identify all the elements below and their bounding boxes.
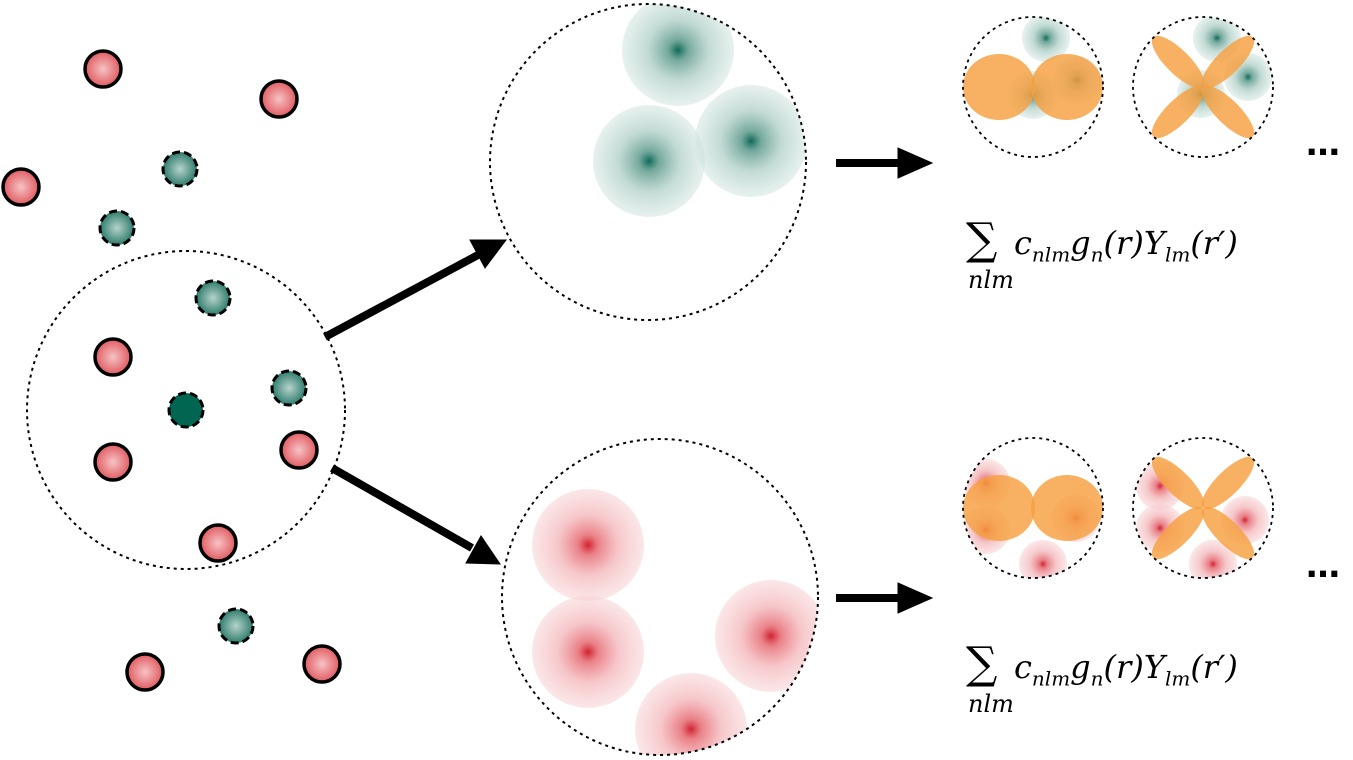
arrow-to-teal-density xyxy=(323,251,480,341)
d-orbital-lobe xyxy=(1201,506,1255,560)
red-atom xyxy=(83,49,123,89)
d-orbital-lobe xyxy=(1201,456,1255,510)
red-atom xyxy=(125,652,165,692)
central-atom xyxy=(167,391,205,429)
p-orbital-lobe xyxy=(1031,475,1103,541)
d-orbital-lobe xyxy=(1151,506,1205,560)
red-atom xyxy=(93,442,133,482)
sum-symbol: ∑ xyxy=(966,214,998,265)
d-orbital-lobe xyxy=(1151,85,1205,139)
p-orbital-lobe xyxy=(963,54,1035,120)
expansion-expression: cnlmgn(r)Ylm(r′) xyxy=(1014,224,1238,267)
red-density-panel xyxy=(501,438,819,756)
d-orbital-lobe xyxy=(1201,85,1255,139)
red-density-cutoff-circle xyxy=(501,438,819,756)
projection-cutoff-circle xyxy=(962,437,1104,579)
d-orbital-lobe xyxy=(1201,35,1255,89)
projection-cutoff-circle xyxy=(962,16,1104,158)
red-atom xyxy=(1,167,41,207)
projection-cutoff-circle xyxy=(1132,437,1274,579)
arrow-to-red-density xyxy=(330,464,474,552)
teal-density-blob xyxy=(622,4,734,106)
teal-atom xyxy=(98,209,136,247)
teal-atom xyxy=(217,607,255,645)
red-projection-2 xyxy=(1132,437,1274,579)
teal-density-cutoff-circle xyxy=(489,3,807,321)
red-atom xyxy=(259,79,299,119)
teal-density-blob xyxy=(695,85,806,197)
red-density-blob xyxy=(532,596,644,708)
d-orbital-lobe xyxy=(1151,456,1205,510)
arrow-head xyxy=(897,582,934,614)
red-atom xyxy=(198,523,238,563)
teal-atom xyxy=(270,369,308,407)
p-orbital-lobe xyxy=(963,475,1035,541)
red-atom xyxy=(93,337,133,377)
d-orbital-lobe xyxy=(1151,35,1205,89)
arrow-head xyxy=(465,535,501,565)
arrow-head xyxy=(897,147,934,179)
sum-index: nlm xyxy=(968,266,1014,294)
teal-atom xyxy=(194,279,232,317)
red-atom xyxy=(279,430,319,470)
teal-projection-2 xyxy=(1132,16,1274,158)
teal-density-blob xyxy=(593,105,705,217)
arrow-head xyxy=(469,239,507,269)
neighborhood-cutoff-circle xyxy=(26,250,346,570)
continuation-ellipsis-bottom: … xyxy=(1306,546,1341,586)
arrows xyxy=(323,147,934,614)
projection-cutoff-circle xyxy=(1132,16,1274,158)
sum-index: nlm xyxy=(968,690,1014,718)
teal-atom xyxy=(161,150,199,188)
atom-cloud xyxy=(1,49,346,692)
expansion-expression: cnlmgn(r)Ylm(r′) xyxy=(1014,648,1238,691)
teal-density-panel xyxy=(489,3,807,321)
red-atom xyxy=(302,644,342,684)
red-density-blob xyxy=(715,580,818,692)
red-projection-1 xyxy=(962,437,1104,579)
red-density-blob xyxy=(532,489,644,601)
p-orbital-lobe xyxy=(1031,54,1103,120)
continuation-ellipsis-top: … xyxy=(1306,124,1341,164)
sum-symbol: ∑ xyxy=(966,638,998,689)
red-density-blob xyxy=(635,673,747,755)
teal-projection-1 xyxy=(962,16,1104,158)
